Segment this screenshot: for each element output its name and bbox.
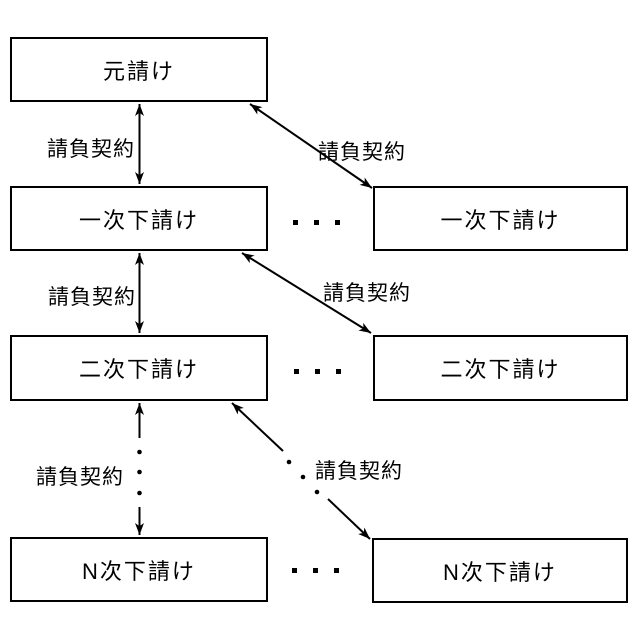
node-tierN-subcontractor-right: N次下請け xyxy=(372,538,628,603)
node-tierN-subcontractor-left: N次下請け xyxy=(10,537,268,602)
ellipsis-dots-icon xyxy=(292,568,339,573)
node-tier2-subcontractor-left: 二次下請け xyxy=(10,335,268,401)
ellipsis-dots-icon xyxy=(294,369,341,374)
node-prime-contractor: 元請け xyxy=(10,37,268,102)
arrow-tier2-tierN-right-bottom xyxy=(327,498,371,540)
node-tier2-subcontractor-right: 二次下請け xyxy=(373,335,628,401)
edge-label-contract-v1: 請負契約 xyxy=(47,138,135,161)
edge-label-contract-v3: 請負契約 xyxy=(36,466,124,489)
edge-label-contract-d2: 請負契約 xyxy=(323,282,411,305)
edge-label-contract-d3: 請負契約 xyxy=(315,460,403,483)
edge-label-contract-d1: 請負契約 xyxy=(318,141,406,164)
node-tier1-subcontractor-left: 一次下請け xyxy=(10,186,268,251)
arrow-tier2-tierN-right-top xyxy=(231,402,284,452)
arrow-prime-tier1-right xyxy=(249,103,373,189)
edge-label-contract-v2: 請負契約 xyxy=(48,286,136,309)
ellipsis-dots-icon xyxy=(293,220,340,225)
node-tier1-subcontractor-right: 一次下請け xyxy=(373,186,628,251)
arrow-tier1-tier2-right xyxy=(241,252,372,334)
